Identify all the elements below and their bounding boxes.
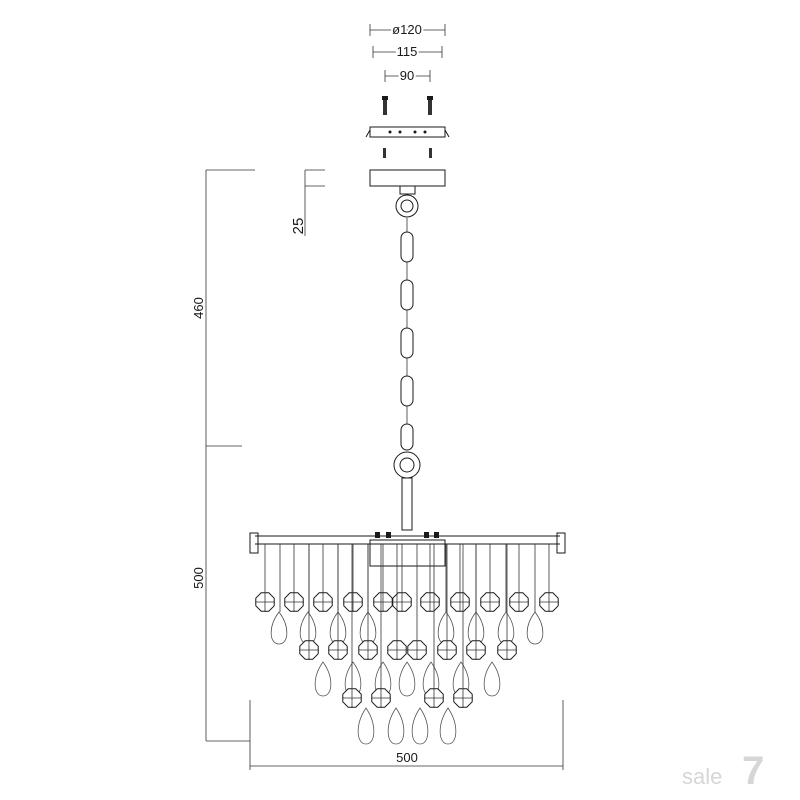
bracket-screws xyxy=(383,148,432,158)
mounting-bracket xyxy=(365,126,450,138)
watermark-logo: 7 xyxy=(742,749,764,793)
canopy xyxy=(369,169,446,187)
teardrop-row1 xyxy=(270,611,288,645)
top-ring xyxy=(395,185,419,218)
teardrop-row3 xyxy=(387,707,405,745)
teardrop-row1 xyxy=(497,611,515,645)
dim-body-height-label: 500 xyxy=(191,567,206,589)
teardrop-row3 xyxy=(439,707,457,745)
dim-screw-spacing: 90 xyxy=(384,66,431,85)
dim-body-width-label: 500 xyxy=(396,750,418,765)
dim-canopy-height: 25 xyxy=(290,169,325,236)
dim-canopy-outer-label: ø120 xyxy=(392,22,422,37)
bottom-ring xyxy=(393,451,421,479)
chain xyxy=(400,218,414,451)
center-rod xyxy=(401,477,413,531)
frame xyxy=(249,532,566,567)
watermark-text: sale xyxy=(682,764,722,789)
teardrop-row1 xyxy=(526,611,544,645)
teardrop-row1 xyxy=(437,611,455,645)
teardrop-row2 xyxy=(483,661,501,697)
dim-canopy-plate-label: 115 xyxy=(397,44,418,59)
teardrop-row1 xyxy=(299,611,317,645)
dim-body-height: 500 xyxy=(191,446,250,742)
dim-body-width: 500 xyxy=(249,700,564,770)
teardrop-row3 xyxy=(411,707,429,745)
teardrop-row2 xyxy=(314,661,332,697)
dim-canopy-plate: 115 xyxy=(372,42,443,61)
teardrop-row2 xyxy=(398,661,416,697)
mounting-screws xyxy=(382,96,433,115)
dim-chain-length: 460 xyxy=(191,169,255,447)
teardrop-row3 xyxy=(357,707,375,745)
dim-canopy-outer: ø120 xyxy=(369,20,446,39)
dim-canopy-height-label: 25 xyxy=(290,218,307,235)
watermark: sale 7 xyxy=(682,749,764,793)
dim-chain-length-label: 460 xyxy=(191,297,206,319)
dim-screw-spacing-label: 90 xyxy=(400,68,414,83)
crystal-array xyxy=(255,544,559,745)
